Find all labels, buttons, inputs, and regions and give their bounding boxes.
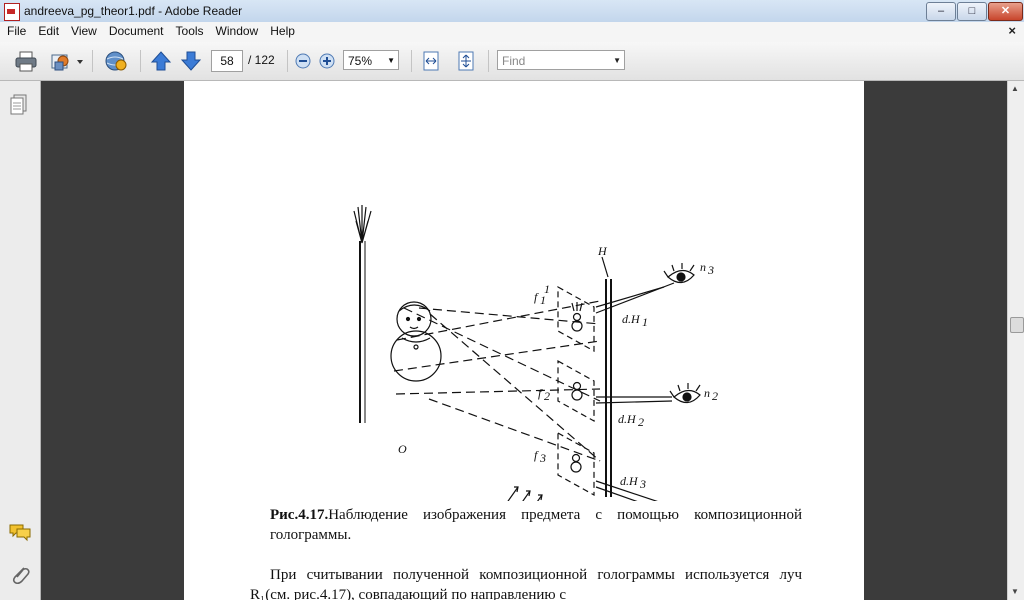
maximize-button[interactable]: □ bbox=[957, 2, 987, 21]
label-f1: f bbox=[534, 290, 539, 304]
label-f1-sup: 1 bbox=[544, 282, 550, 296]
close-document-button[interactable]: × bbox=[1008, 23, 1016, 38]
window-title: andreeva_pg_theor1.pdf - Adobe Reader bbox=[24, 4, 243, 18]
menu-file[interactable]: File bbox=[7, 24, 27, 38]
menu-document[interactable]: Document bbox=[108, 24, 164, 38]
fit-page-icon bbox=[458, 51, 474, 71]
pages-panel-button[interactable] bbox=[9, 93, 29, 120]
printer-icon bbox=[15, 51, 37, 72]
zoom-select[interactable]: 75% ▼ bbox=[343, 50, 399, 70]
chevron-down-icon: ▼ bbox=[387, 56, 395, 65]
doll-object bbox=[390, 301, 442, 382]
label-dH3-sub: 3 bbox=[639, 477, 646, 491]
chevron-down-icon: ▼ bbox=[613, 56, 621, 65]
label-n2: n bbox=[704, 386, 710, 400]
reconstructed-rays bbox=[595, 282, 675, 501]
pdf-page: H f 1 1 f 2 f 3 O R d.H 1 d.H 2 d.H 3 n … bbox=[184, 81, 864, 600]
caption-number: Рис.4.17. bbox=[270, 507, 329, 523]
figure-caption: Рис.4.17.Наблюдение изображения предмета… bbox=[270, 505, 802, 545]
page-number-input[interactable]: 58 bbox=[211, 50, 243, 72]
find-placeholder: Find bbox=[502, 54, 526, 68]
label-dH1: d.H bbox=[622, 312, 641, 326]
zoom-in-button[interactable] bbox=[318, 50, 336, 72]
fit-width-button[interactable] bbox=[421, 50, 441, 72]
toolbar-separator bbox=[488, 50, 489, 72]
scroll-thumb[interactable] bbox=[1010, 317, 1024, 333]
toolbar: 58 / 122 75% ▼ Find ▼ bbox=[0, 42, 1024, 81]
label-f2: f bbox=[538, 386, 543, 400]
eye-n3 bbox=[663, 263, 695, 284]
menu-edit[interactable]: Edit bbox=[38, 24, 60, 38]
minimize-button[interactable]: – bbox=[926, 2, 956, 21]
scroll-down-icon[interactable]: ▼ bbox=[1011, 587, 1019, 596]
zoom-value: 75% bbox=[348, 54, 373, 68]
menu-window[interactable]: Window bbox=[215, 24, 259, 38]
label-n3-sub: 3 bbox=[707, 263, 714, 277]
document-viewport[interactable]: H f 1 1 f 2 f 3 O R d.H 1 d.H 2 d.H 3 n … bbox=[41, 81, 1007, 600]
hologram-figure: H f 1 1 f 2 f 3 O R d.H 1 d.H 2 d.H 3 n … bbox=[353, 205, 718, 501]
scroll-up-icon[interactable]: ▲ bbox=[1011, 84, 1019, 93]
label-n3: n bbox=[700, 260, 706, 274]
vertical-scrollbar[interactable]: ▲ ▼ bbox=[1007, 81, 1024, 600]
pages-icon bbox=[10, 94, 27, 115]
pdf-app-icon bbox=[4, 3, 20, 21]
globe-gear-icon bbox=[105, 51, 127, 71]
zoom-out-button[interactable] bbox=[294, 50, 312, 72]
label-O: O bbox=[398, 442, 407, 456]
collaborate-button[interactable] bbox=[103, 50, 131, 72]
next-page-button[interactable] bbox=[180, 50, 202, 72]
brush-object bbox=[353, 205, 372, 423]
reference-beam-arrows bbox=[507, 486, 543, 501]
paperclip-icon bbox=[12, 567, 30, 585]
zoom-out-icon bbox=[295, 53, 311, 69]
label-dH2-sub: 2 bbox=[638, 415, 644, 429]
caption-text: Наблюдение изображения предмета с помощь… bbox=[270, 507, 802, 543]
print-button[interactable] bbox=[14, 50, 38, 72]
toolbar-separator bbox=[140, 50, 141, 72]
comments-panel-button[interactable] bbox=[8, 522, 32, 547]
label-dH3: d.H bbox=[620, 474, 639, 488]
label-f2-sub: 2 bbox=[544, 389, 550, 403]
menu-help[interactable]: Help bbox=[270, 24, 295, 38]
eye-n2 bbox=[669, 383, 701, 404]
label-n2-sub: 2 bbox=[712, 389, 718, 403]
toolbar-separator bbox=[92, 50, 93, 72]
previous-page-button[interactable] bbox=[150, 50, 172, 72]
close-window-button[interactable]: ✕ bbox=[988, 2, 1023, 21]
frame-images bbox=[570, 302, 583, 473]
menu-view[interactable]: View bbox=[71, 24, 97, 38]
arrow-up-icon bbox=[150, 51, 172, 71]
label-dH2: d.H bbox=[618, 412, 637, 426]
label-dH1-sub: 1 bbox=[642, 315, 648, 329]
comment-bubbles-icon bbox=[9, 524, 31, 542]
fit-page-button[interactable] bbox=[456, 50, 476, 72]
title-bar: andreeva_pg_theor1.pdf - Adobe Reader – … bbox=[0, 0, 1024, 23]
hologram-plate bbox=[601, 256, 612, 497]
navigation-panel bbox=[0, 81, 41, 600]
hologram-frames bbox=[557, 285, 595, 497]
projection-rays bbox=[393, 300, 601, 462]
menu-bar: File Edit View Document Tools Window Help × bbox=[0, 22, 1024, 43]
share-icon bbox=[51, 54, 83, 71]
body-paragraph: При считывании полученной композиционной… bbox=[250, 567, 802, 600]
attachments-panel-button[interactable] bbox=[9, 563, 31, 592]
page-total: / 122 bbox=[248, 53, 275, 67]
toolbar-separator bbox=[287, 50, 288, 72]
find-field[interactable]: Find ▼ bbox=[497, 50, 625, 70]
zoom-in-icon bbox=[319, 53, 335, 69]
label-H: H bbox=[597, 244, 608, 258]
toolbar-separator bbox=[411, 50, 412, 72]
label-f3: f bbox=[534, 448, 539, 462]
arrow-down-icon bbox=[180, 51, 202, 71]
share-button[interactable] bbox=[50, 50, 84, 72]
menu-tools[interactable]: Tools bbox=[175, 24, 204, 38]
label-f3-sub: 3 bbox=[539, 451, 546, 465]
fit-width-icon bbox=[423, 51, 439, 71]
label-f1-sub: 1 bbox=[540, 293, 546, 307]
